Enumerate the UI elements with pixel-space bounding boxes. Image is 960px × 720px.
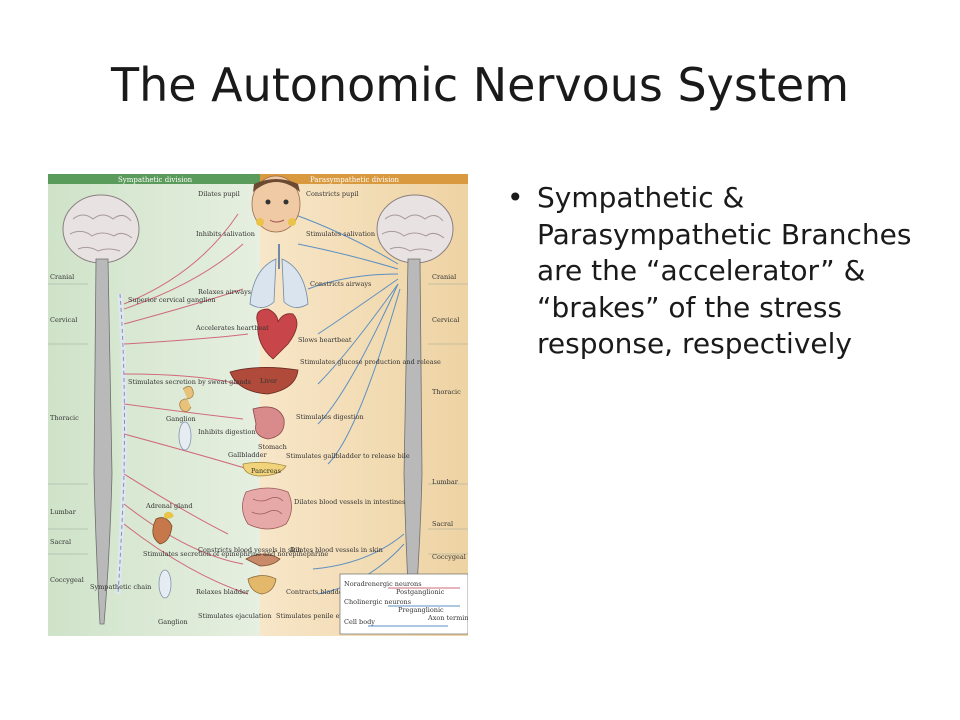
legend-cell-body: Cell body [344, 618, 375, 626]
gallbladder-label: Gallbladder [228, 451, 268, 459]
lungs-icon [249, 244, 309, 308]
region-label: Cervical [50, 316, 77, 324]
annotation-label: Adrenal gland [145, 502, 192, 510]
intestines-icon [242, 487, 292, 530]
annotation-label: Accelerates heartbeat [195, 324, 269, 332]
legend-noradrenergic: Noradrenergic neurons [344, 580, 422, 588]
annotation-label: Dilates blood vessels in intestines [294, 498, 405, 506]
region-label: Sacral [432, 520, 453, 528]
annotation-label: Sympathetic chain [90, 583, 151, 591]
autonomic-nervous-system-diagram: Sympathetic division Parasympathetic div… [48, 174, 468, 636]
annotation-label: Constricts blood vessels in skin [198, 546, 302, 554]
annotation-label: Relaxes airways [198, 288, 251, 296]
region-label: Cranial [50, 273, 74, 281]
region-label: Lumbar [50, 508, 77, 516]
annotation-label: Ganglion [166, 415, 196, 423]
pancreas-icon [242, 462, 287, 477]
face-icon [251, 175, 301, 233]
annotation-label: Relaxes bladder [196, 588, 250, 596]
region-label: Coccygeal [432, 553, 466, 561]
bullet-item: • Sympathetic & Parasympathetic Branches… [505, 180, 925, 363]
left-spinal-cord [93, 258, 113, 625]
sympathetic-header: Sympathetic division [118, 176, 193, 184]
slide-title: The Autonomic Nervous System [110, 58, 850, 112]
annotation-label: Dilates blood vessels in skin [290, 546, 383, 554]
annotation-label: Stimulates secretion of epinephrine and … [143, 550, 328, 558]
adrenal-gland-icon [164, 511, 174, 519]
legend-cholinergic: Cholinergic neurons [344, 598, 411, 606]
annotation-label: Stimulates glucose production and releas… [300, 358, 441, 366]
annotation-label: Constricts pupil [306, 190, 359, 198]
annotation-label: Inhibits digestion [198, 428, 256, 436]
region-label: Cranial [432, 273, 456, 281]
region-label: Lumbar [432, 478, 459, 486]
parasympathetic-header: Parasympathetic division [310, 176, 400, 184]
region-label: Coccygeal [50, 576, 84, 584]
bullet-list: • Sympathetic & Parasympathetic Branches… [505, 180, 925, 363]
bladder-icon [247, 575, 277, 595]
ganglion-icon [178, 421, 192, 451]
legend-axon-terminal: Axon terminal [427, 614, 468, 622]
annotation-label: Superior cervical ganglion [128, 296, 216, 304]
legend-preganglionic: Preganglionic [398, 606, 444, 614]
skin-icon [245, 553, 281, 567]
stomach-label: Stomach [258, 443, 287, 451]
annotation-label: Slows heartbeat [298, 336, 352, 344]
liver-label: Liver [260, 377, 278, 385]
region-label: Thoracic [50, 414, 79, 422]
annotation-label: Ganglion [158, 618, 188, 626]
annotation-label: Inhibits salivation [196, 230, 255, 238]
annotation-label: Stimulates digestion [296, 413, 364, 421]
annotation-label: Stimulates salivation [306, 230, 375, 238]
left-brain-icon [62, 194, 140, 264]
region-label: Sacral [50, 538, 71, 546]
right-region-labels: Cranial Cervical Thoracic Lumbar Sacral … [432, 273, 466, 561]
right-brain-icon [376, 194, 454, 264]
bullet-text: Sympathetic & Parasympathetic Branches a… [537, 181, 912, 360]
legend: Noradrenergic neurons Postganglionic Cho… [339, 573, 468, 635]
region-label: Cervical [432, 316, 459, 324]
annotation-label: Stimulates secretion by sweat glands [128, 378, 251, 386]
stomach-icon [252, 406, 285, 440]
liver-icon [229, 367, 299, 395]
ganglion-icon [158, 569, 172, 599]
bullet-dot-icon: • [507, 181, 524, 214]
heart-icon [256, 308, 298, 360]
annotation-label: Contracts bladder [286, 588, 347, 596]
annotation-label: Dilates pupil [198, 190, 240, 198]
annotation-label: Constricts airways [310, 280, 371, 288]
annotation-label: Stimulates gallbladder to release bile [286, 452, 410, 460]
annotation-label: Stimulates ejaculation [198, 612, 272, 620]
pancreas-label: Pancreas [251, 467, 281, 475]
left-region-labels: Cranial Cervical Thoracic Lumbar Sacral … [50, 273, 84, 584]
sweat-gland-icon [179, 386, 194, 412]
sympathetic-labels: Dilates pupil Inhibits salivation Superi… [90, 190, 328, 626]
region-label: Thoracic [432, 388, 461, 396]
legend-postganglionic: Postganglionic [396, 588, 445, 596]
